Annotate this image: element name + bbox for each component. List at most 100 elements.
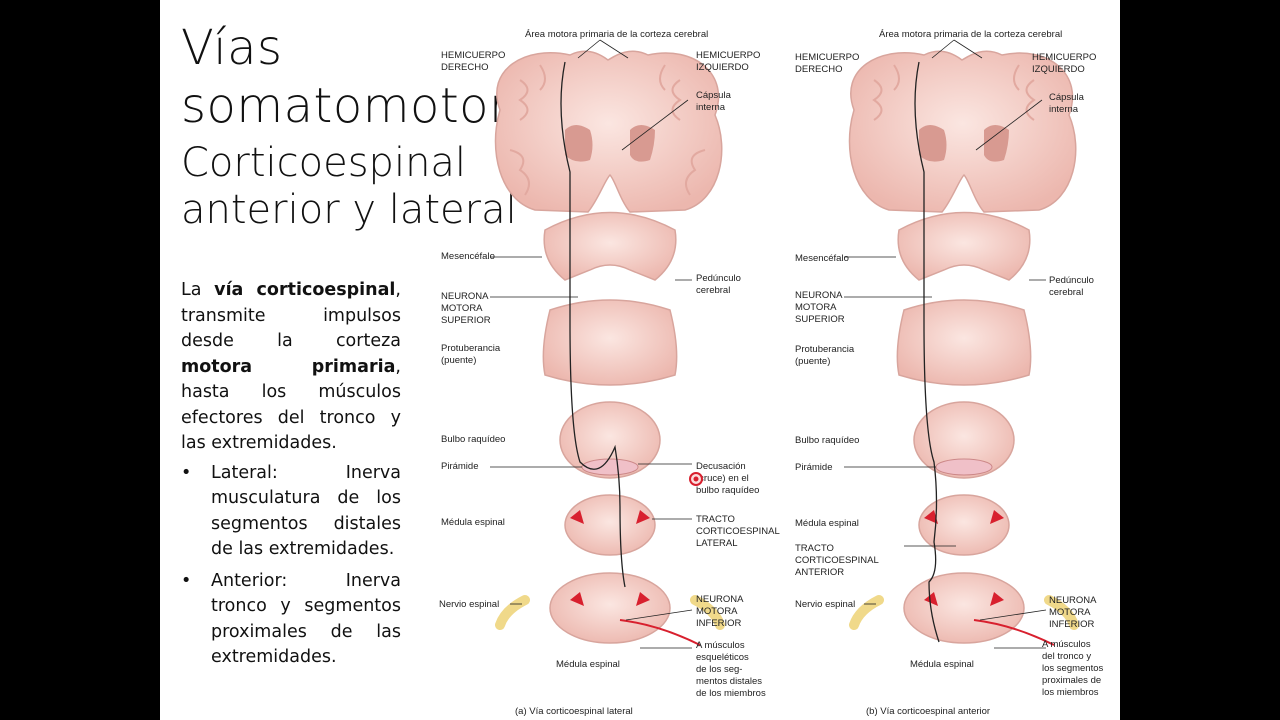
protuberancia-2: (puente) — [441, 355, 476, 366]
neurona-inf-3: INFERIOR — [1049, 619, 1095, 630]
protuberancia-1: Protuberancia — [441, 343, 501, 354]
para-mid: , transmite impulsos desde la corteza — [181, 280, 401, 351]
neurona-sup-1: NEURONA — [441, 291, 489, 302]
medula-bottom-label: Médula espinal — [910, 659, 974, 670]
diagram-anterior: Área motora primaria de la corteza cereb… — [795, 29, 1104, 717]
medula-label: Médula espinal — [441, 517, 505, 528]
medula-bottom-label: Médula espinal — [556, 659, 620, 670]
neurona-inf-1: NEURONA — [696, 594, 744, 605]
musculos-5: los miembros — [1042, 687, 1099, 698]
caption-a: (a) Vía corticoespinal lateral — [515, 706, 633, 717]
subtitle-line-2: anterior y lateral — [181, 187, 517, 234]
slide-subtitle: Corticoespinal anterior y lateral — [181, 140, 517, 234]
capsula-2: interna — [696, 102, 726, 113]
brain-section — [848, 50, 1077, 213]
pedunculo-1: Pedúnculo — [1049, 275, 1094, 286]
bullet-dot: • — [181, 462, 192, 483]
decusacion-3: bulbo raquídeo — [696, 485, 759, 496]
cortex-label: Área motora primaria de la corteza cereb… — [879, 29, 1062, 40]
neurona-sup-2: MOTORA — [441, 303, 483, 314]
protuberancia-2: (puente) — [795, 356, 830, 367]
protuberancia-1: Protuberancia — [795, 344, 855, 355]
decusacion-2: (cruce) en el — [696, 473, 749, 484]
nervio-label: Nervio espinal — [439, 599, 499, 610]
pons-section — [896, 299, 1032, 386]
musculos-3: los segmentos — [1042, 663, 1104, 674]
tracto-2: CORTICOESPINAL — [696, 526, 780, 537]
bullet-text: Lateral: Inerva musculatura de los segme… — [211, 462, 401, 560]
bullet-list: • Lateral: Inerva musculatura de los segm… — [181, 461, 401, 671]
tracto-1: TRACTO — [795, 543, 834, 554]
spinal-nerve-section — [495, 572, 725, 646]
nervio-label: Nervio espinal — [795, 599, 855, 610]
bullet-dot: • — [181, 570, 192, 591]
musculos-5: de los miembros — [696, 688, 766, 699]
para-prefix: La — [181, 280, 202, 300]
musculos-2: esqueléticos — [696, 652, 749, 663]
neurona-sup-1: NEURONA — [795, 290, 843, 301]
medula-label: Médula espinal — [795, 518, 859, 529]
hemi-right-1: HEMICUERPO — [441, 50, 505, 61]
musculos-2: del tronco y — [1042, 651, 1091, 662]
mesencefalo-label: Mesencéfalo — [441, 251, 495, 262]
bullet-text: Anterior: Inerva tronco y segmentos prox… — [211, 570, 401, 668]
pons-section — [542, 299, 678, 386]
slide: Vías somatomotoras: Corticoespinal anter… — [160, 0, 1120, 720]
bullet-item: • Lateral: Inerva musculatura de los segm… — [181, 461, 401, 563]
musculos-4: mentos distales — [696, 676, 762, 687]
musculos-1: A músculos — [696, 640, 745, 651]
midbrain-section — [543, 211, 677, 281]
medulla-section — [913, 401, 1015, 479]
hemi-left-2: IZQUIERDO — [696, 62, 749, 73]
subtitle-line-1: Corticoespinal — [181, 140, 467, 186]
hemi-left-1: HEMICUERPO — [1032, 52, 1096, 63]
bulbo-label: Bulbo raquídeo — [441, 434, 505, 445]
neurona-inf-2: MOTORA — [1049, 607, 1091, 618]
para-bold-1: vía corticoespinal — [214, 280, 396, 300]
cortex-label: Área motora primaria de la corteza cereb… — [525, 29, 708, 40]
para-suffix: , hasta los músculos efectores del tronc… — [181, 356, 401, 454]
diagram-lateral: Área motora primaria de la corteza cereb… — [439, 29, 780, 717]
caption-b: (b) Vía corticoespinal anterior — [866, 706, 990, 717]
pedunculo-2: cerebral — [1049, 287, 1083, 298]
pedunculo-1: Pedúnculo — [696, 273, 741, 284]
hemi-left-1: HEMICUERPO — [696, 50, 760, 61]
pyramid-mark — [935, 458, 993, 476]
brain-section — [494, 50, 723, 213]
slide-body: La vía corticoespinal, transmite impulso… — [181, 278, 401, 677]
piramide-label: Pirámide — [795, 462, 833, 473]
piramide-label: Pirámide — [441, 461, 479, 472]
neurona-inf-2: MOTORA — [696, 606, 738, 617]
hemi-right-2: DERECHO — [795, 64, 843, 75]
title-line-1: Vías — [181, 20, 283, 76]
musculos-4: proximales de — [1042, 675, 1101, 686]
tracto-3: LATERAL — [696, 538, 738, 549]
hemi-right-2: DERECHO — [441, 62, 489, 73]
capsula-1: Cápsula — [1049, 92, 1085, 103]
neurona-inf-3: INFERIOR — [696, 618, 742, 629]
spinal-cord-section — [564, 494, 656, 556]
capsula-2: interna — [1049, 104, 1079, 115]
hemi-right-1: HEMICUERPO — [795, 52, 859, 63]
bullet-item: • Anterior: Inerva tronco y segmentos pro… — [181, 569, 401, 671]
tracto-3: ANTERIOR — [795, 567, 844, 578]
neurona-inf-1: NEURONA — [1049, 595, 1097, 606]
tract-path — [914, 61, 940, 643]
neurona-sup-3: SUPERIOR — [441, 315, 491, 326]
pyramid-mark — [581, 458, 639, 476]
pedunculo-2: cerebral — [696, 285, 730, 296]
medulla-section — [559, 401, 661, 479]
spinal-nerve-section — [849, 572, 1079, 646]
hemi-left-2: IZQUIERDO — [1032, 64, 1085, 75]
decusacion-1: Decusación — [696, 461, 746, 472]
capsula-1: Cápsula — [696, 90, 732, 101]
musculos-1: A músculos — [1042, 639, 1091, 650]
tract-path — [560, 61, 626, 588]
musculos-3: de los seg- — [696, 664, 742, 675]
intro-paragraph: La vía corticoespinal, transmite impulso… — [181, 278, 401, 457]
tracto-2: CORTICOESPINAL — [795, 555, 879, 566]
bulbo-label: Bulbo raquídeo — [795, 435, 859, 446]
tracto-1: TRACTO — [696, 514, 735, 525]
neurona-sup-3: SUPERIOR — [795, 314, 845, 325]
midbrain-section — [897, 211, 1031, 281]
